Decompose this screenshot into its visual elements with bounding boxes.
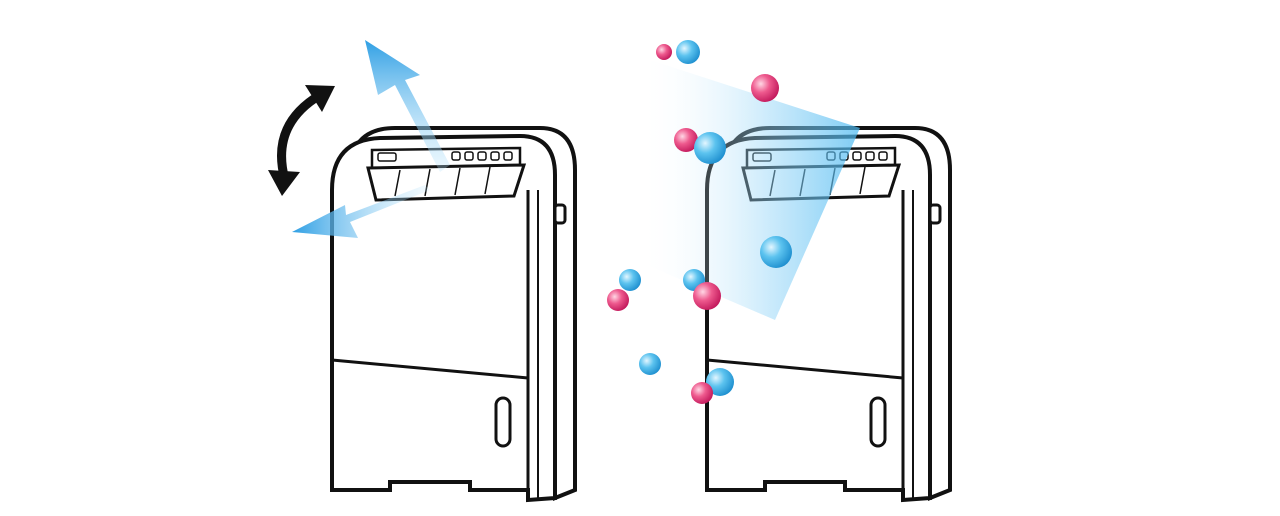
particle-icon bbox=[706, 368, 734, 396]
particle-icon bbox=[751, 74, 779, 102]
particle-icon bbox=[691, 382, 713, 404]
light-beam-icon bbox=[640, 60, 860, 320]
cooler-left bbox=[330, 126, 577, 502]
particle-icon bbox=[674, 128, 698, 152]
particles bbox=[607, 40, 792, 404]
airflow-arrow-icon bbox=[292, 185, 430, 238]
particle-icon bbox=[619, 269, 641, 291]
particle-icon bbox=[694, 132, 726, 164]
particle-icon bbox=[656, 44, 672, 60]
particle-icon bbox=[693, 282, 721, 310]
swing-arrow-icon bbox=[268, 85, 335, 196]
airflow-arrow-icon bbox=[365, 40, 450, 172]
particle-icon bbox=[639, 353, 661, 375]
air-cooler-icon bbox=[330, 126, 577, 502]
particle-icon bbox=[760, 236, 792, 268]
particle-icon bbox=[607, 289, 629, 311]
particle-icon bbox=[676, 40, 700, 64]
